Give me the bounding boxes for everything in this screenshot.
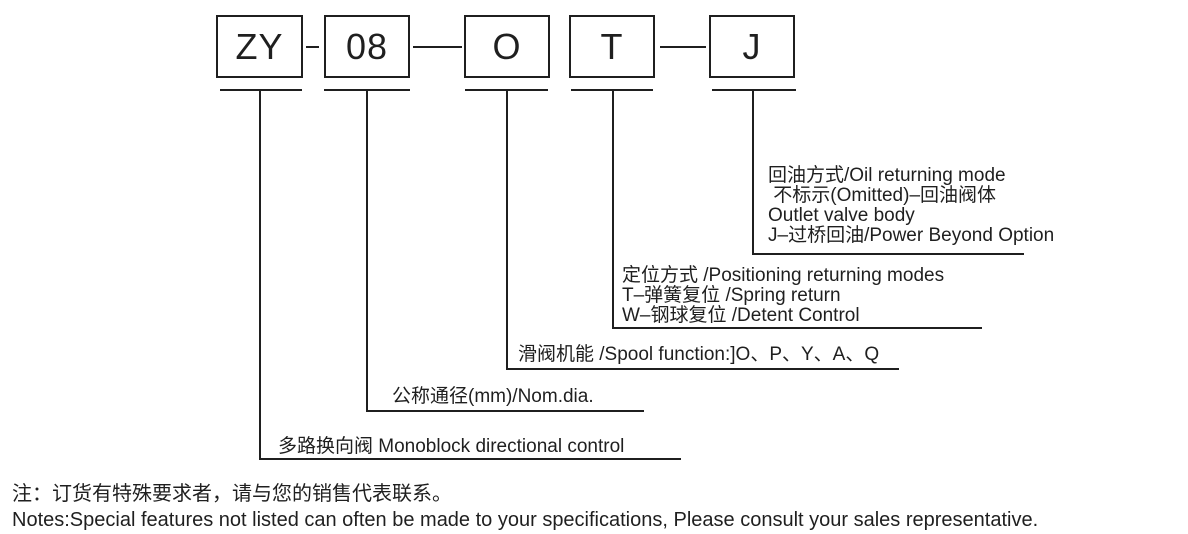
callout-rule-zy xyxy=(259,458,681,460)
desc-line-spool-function: 滑阀机能 /Spool function:]O、P、Y、A、Q xyxy=(518,344,880,365)
underline-zy xyxy=(220,89,302,91)
code-box-o: O xyxy=(464,15,550,78)
desc-line-monoblock: 多路换向阀 Monoblock directional control xyxy=(278,436,625,457)
desc-line-positioning-detent: W–钢球复位 /Detent Control xyxy=(622,305,860,326)
callout-line-t xyxy=(612,89,614,329)
desc-line-nominal-diameter: 公称通径(mm)/Nom.dia. xyxy=(392,386,594,407)
separator-dash-zy-08 xyxy=(306,46,319,48)
note-zh: 注：订货有特殊要求者，请与您的销售代表联系。 xyxy=(12,483,452,505)
separator-dash-08-o xyxy=(413,46,462,48)
code-box-08: 08 xyxy=(324,15,410,78)
desc-line-oil-mode-title: 回油方式/Oil returning mode xyxy=(768,165,1006,186)
desc-line-oil-mode-omitted: 不标示(Omitted)–回油阀体 xyxy=(768,185,997,206)
desc-line-oil-mode-power-beyond: J–过桥回油/Power Beyond Option xyxy=(768,225,1055,246)
callout-rule-j xyxy=(752,253,1024,255)
code-box-zy: ZY xyxy=(216,15,303,78)
code-box-t: T xyxy=(569,15,655,78)
desc-positioning-mode: 定位方式 /Positioning returning modes T–弹簧复位… xyxy=(622,266,944,326)
desc-line-positioning-spring: T–弹簧复位 /Spring return xyxy=(622,285,841,306)
desc-spool-function: 滑阀机能 /Spool function:]O、P、Y、A、Q xyxy=(518,345,879,365)
desc-nominal-diameter: 公称通径(mm)/Nom.dia. xyxy=(392,387,594,407)
callout-line-zy xyxy=(259,89,261,460)
code-box-j: J xyxy=(709,15,795,78)
note-en: Notes:Special features not listed can of… xyxy=(12,509,1039,531)
callout-rule-08 xyxy=(366,410,644,412)
callout-line-o xyxy=(506,89,508,370)
callout-rule-o xyxy=(506,368,899,370)
desc-oil-returning-mode: 回油方式/Oil returning mode 不标示(Omitted)–回油阀… xyxy=(768,166,1054,246)
callout-rule-t xyxy=(612,327,982,329)
footnotes: 注：订货有特殊要求者，请与您的销售代表联系。 Notes:Special fea… xyxy=(12,481,1038,533)
desc-line-oil-mode-outlet: Outlet valve body xyxy=(768,205,915,226)
separator-dash-t-j xyxy=(660,46,706,48)
callout-line-j xyxy=(752,89,754,255)
underline-j xyxy=(712,89,796,91)
desc-monoblock: 多路换向阀 Monoblock directional control xyxy=(278,437,624,457)
desc-line-positioning-title: 定位方式 /Positioning returning modes xyxy=(622,265,945,286)
callout-line-08 xyxy=(366,89,368,412)
